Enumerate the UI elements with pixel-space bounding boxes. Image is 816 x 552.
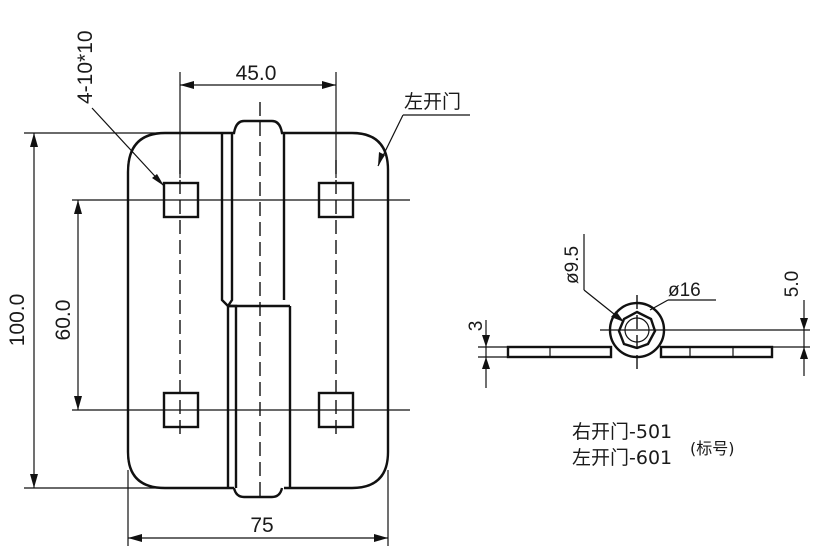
side-label-leader: 左开门 (377, 91, 470, 167)
part-number-left: 左开门-601 (572, 447, 672, 469)
hole-bottom-left (162, 391, 200, 429)
dimension-3: 3 (466, 320, 508, 388)
part-number-note: (标号) (690, 439, 735, 458)
pin-dia-leader: ø9.5 (562, 234, 625, 323)
dim-hole-spacing-h-label: 45.0 (236, 62, 277, 85)
hole-top-left (162, 181, 200, 219)
dimension-45: 45.0 (179, 62, 337, 178)
knuckle-upper (220, 119, 290, 308)
dimension-5: 5.0 (772, 271, 810, 376)
side-label-text: 左开门 (404, 91, 461, 113)
left-leaf-outline (126, 131, 234, 490)
hole-spec-leader: 4-10*10 (74, 30, 165, 187)
side-view: ø9.5 ø16 3 5.0 右开门-501 左开门-601 (标号 (466, 234, 810, 469)
side-leaf-right (659, 345, 774, 359)
hole-top-right (317, 181, 355, 219)
offset-label: 5.0 (782, 271, 803, 297)
pin-dia-label: ø9.5 (562, 246, 583, 284)
dimension-75: 75 (127, 470, 389, 546)
dim-hole-spacing-v-label: 60.0 (52, 300, 75, 341)
hole-bottom-right (317, 391, 355, 429)
part-number-right: 右开门-501 (572, 421, 672, 443)
hole-spec-label: 4-10*10 (74, 30, 97, 104)
knuckle-lower (226, 304, 292, 499)
right-leaf-outline (284, 131, 390, 490)
dim-width-label: 75 (250, 514, 273, 537)
knuckle-dia-leader: ø16 (649, 280, 716, 311)
dimension-100: 100.0 (6, 132, 160, 489)
dimension-60: 60.0 (52, 200, 82, 410)
dim-height-label: 100.0 (6, 294, 29, 347)
knuckle-dia-label: ø16 (668, 280, 701, 301)
front-view: 45.0 60.0 100.0 75 (6, 30, 470, 546)
thickness-label: 3 (466, 321, 487, 332)
side-leaf-left (506, 345, 613, 359)
